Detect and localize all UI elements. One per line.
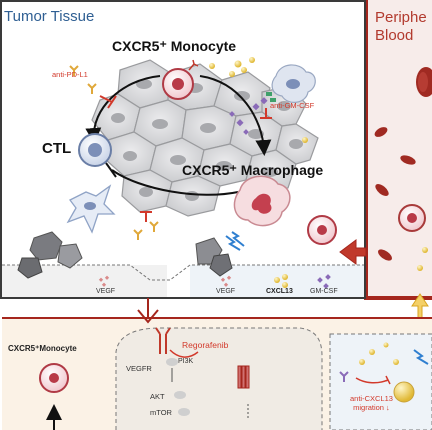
peripheral-blood-line2: Blood — [375, 27, 414, 44]
akt-label: AKT — [150, 392, 165, 401]
cxcr5-macrophage-cell — [233, 175, 291, 227]
peripheral-blood-title: Periphe Blood — [375, 9, 427, 45]
gmcsf-label: GM-CSF — [310, 288, 338, 295]
right-subpanel-molecules — [339, 342, 429, 403]
regorafenib-label: Regorafenib — [182, 340, 229, 350]
ctl-cell — [78, 133, 112, 167]
cycle-arrows — [85, 75, 272, 196]
cxcl13-label: CXCL13 — [266, 288, 293, 295]
strip-vegf-left — [98, 275, 110, 287]
antibody-bottom — [133, 221, 159, 240]
cxcr5-monocyte-cell — [162, 59, 199, 100]
bottom-monocyte-label: CXCR5⁺Monocyte — [8, 344, 77, 353]
anti-cxcl13-line1: anti-CXCL13 — [350, 394, 393, 403]
cxcr5-monocyte-label: CXCR5⁺ Monocyte — [112, 38, 237, 54]
vegfr-receptor — [155, 327, 171, 354]
receptor-blocks — [266, 92, 276, 102]
strip-cxcl13 — [274, 274, 288, 288]
gmcsf-molecules — [229, 97, 268, 135]
peripheral-blood-panel — [364, 0, 432, 319]
anti-pdl1-label: anti-PD-L1 — [52, 70, 88, 79]
peripheral-blood-line1: Periphe — [375, 9, 427, 26]
pi3k-label: PI3K — [178, 358, 194, 365]
antibody-anti-pdl1 — [69, 65, 97, 94]
strip-gmcsf — [317, 274, 331, 289]
myeloid-cell-right — [271, 64, 316, 103]
cxcl13-molecules — [209, 57, 308, 143]
vegf-right-label: VEGF — [216, 288, 236, 295]
regorafenib-inhibition — [169, 349, 199, 358]
tissue-strip-cells — [17, 231, 245, 279]
membrane-receptor — [237, 365, 250, 389]
strip-vegf-right — [220, 275, 232, 287]
infiltration-arrow — [339, 239, 367, 265]
migrating-monocyte-cell — [307, 215, 337, 245]
cxcr5-macrophage-label: CXCR5⁺ Macrophage — [182, 162, 324, 178]
anti-cxcl13-line2: migration ↓ — [353, 403, 390, 412]
bottom-monocyte-cell — [39, 363, 69, 430]
tumor-tissue-frame — [0, 0, 366, 299]
anti-cxcl13-label: anti-CXCL13 migration ↓ — [350, 394, 393, 412]
anti-gmcsf-label: anti-GM-CSF — [270, 101, 315, 110]
inhibition-marks — [99, 95, 272, 222]
vegf-left-label: VEGF — [96, 288, 116, 295]
dendritic-cell — [66, 184, 116, 234]
ctl-label: CTL — [42, 140, 72, 157]
pathway-nodes — [166, 358, 190, 416]
tumor-tissue-title: Tumor Tissue — [4, 8, 95, 25]
mtor-label: mTOR — [150, 408, 172, 417]
vegfr-label: VEGFR — [126, 364, 152, 373]
